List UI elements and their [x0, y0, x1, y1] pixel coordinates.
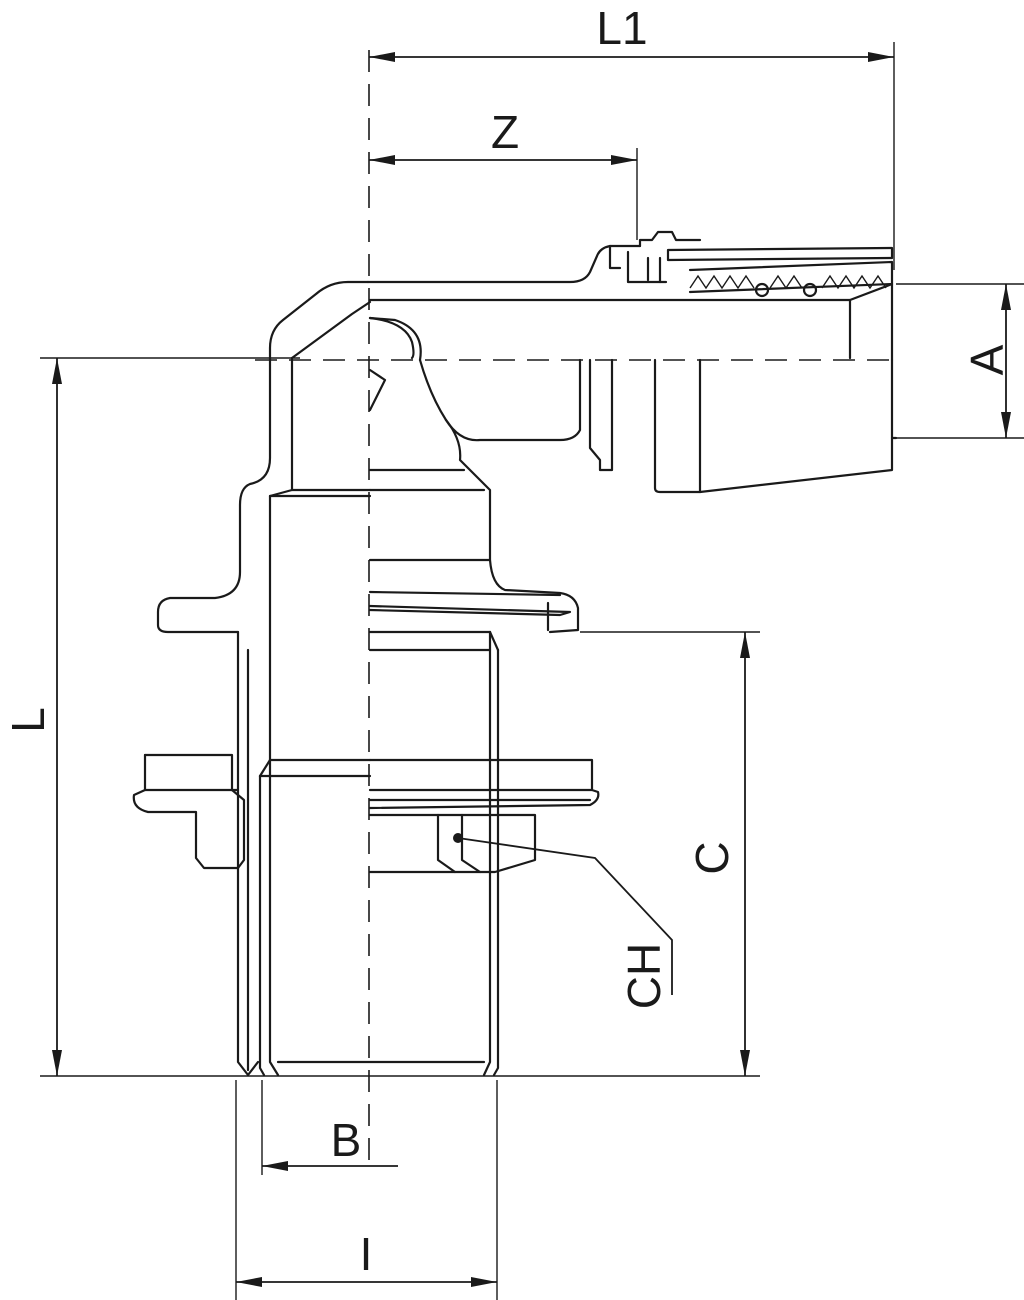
label-B: B [331, 1114, 362, 1166]
dimension-A: A [961, 284, 1013, 438]
dimension-C: C [686, 632, 750, 1076]
label-I: I [360, 1228, 373, 1280]
fitting-body [132, 230, 898, 1077]
label-L: L [2, 707, 54, 733]
label-Z: Z [491, 106, 519, 158]
dimension-L1: L1 [369, 2, 894, 62]
dimension-L: L [2, 358, 62, 1076]
label-A: A [961, 344, 1013, 375]
dimension-I: I [236, 1228, 497, 1287]
label-CH: CH [618, 943, 670, 1009]
extension-lines [40, 42, 1024, 1300]
label-C: C [686, 841, 738, 874]
dimension-CH: CH [453, 833, 673, 1009]
center-lines [255, 50, 890, 1165]
dimension-B: B [262, 1114, 398, 1171]
dimension-Z: Z [369, 106, 637, 165]
label-L1: L1 [596, 2, 647, 54]
